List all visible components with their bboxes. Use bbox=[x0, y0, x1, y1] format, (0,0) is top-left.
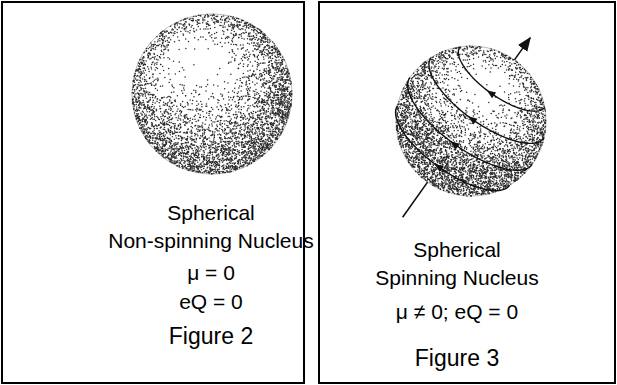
figure-page: Spherical Non-spinning Nucleusμ = 0eQ = … bbox=[0, 0, 617, 385]
